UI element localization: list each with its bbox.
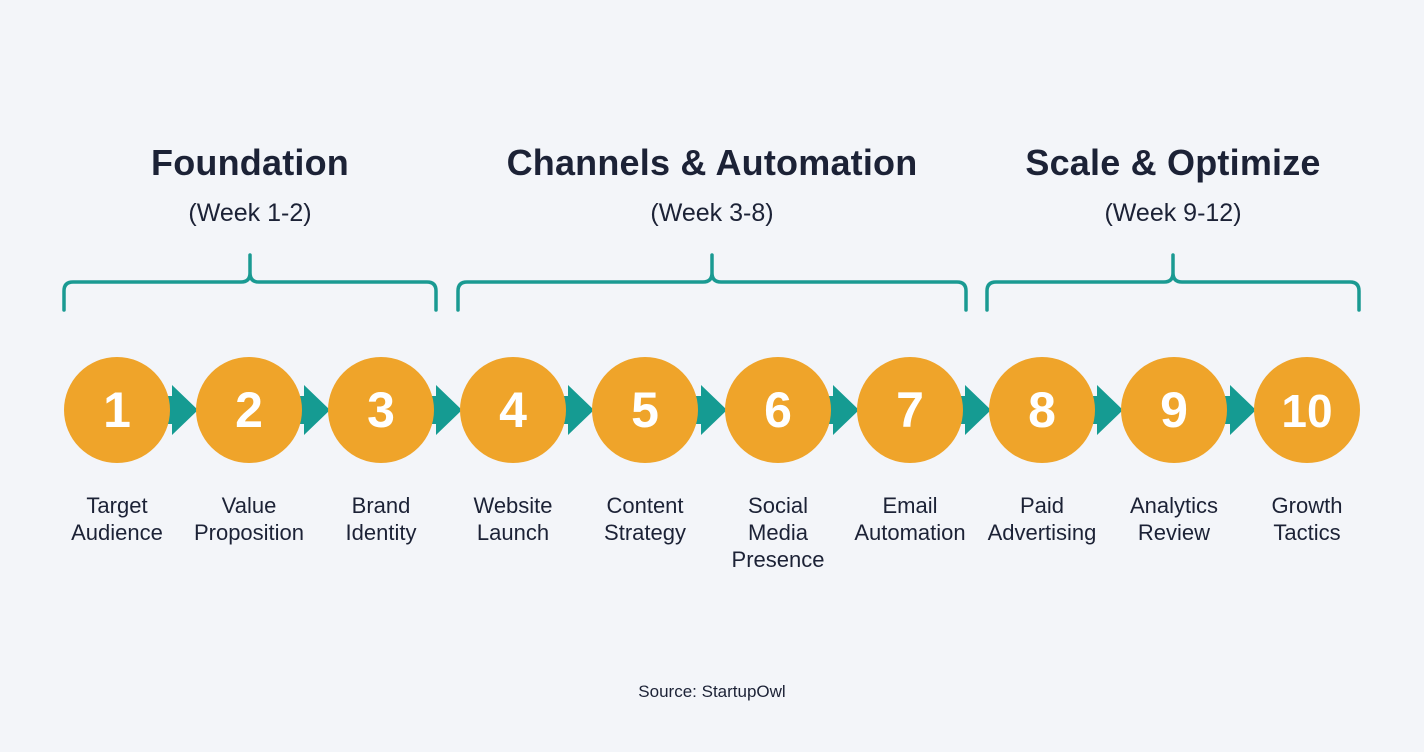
step-label-line: Advertising xyxy=(987,520,1097,545)
phase-range-scale: (Week 9-12) xyxy=(1104,199,1242,227)
step-number-10: 10 xyxy=(1281,385,1332,437)
step-label-line: Identity xyxy=(345,520,417,545)
arrow-6-to-7 xyxy=(825,385,859,435)
phase-title-foundation: Foundation xyxy=(151,142,349,183)
phase-range-foundation: (Week 1-2) xyxy=(188,199,312,227)
step-number-4: 4 xyxy=(499,382,527,438)
step-circle-3 xyxy=(328,357,434,463)
step-label-line: Media xyxy=(748,520,808,545)
step-label-line: Proposition xyxy=(193,520,305,545)
step-circle-4 xyxy=(460,357,566,463)
step-circle-8 xyxy=(989,357,1095,463)
step-label-line: Paid xyxy=(1019,493,1065,518)
arrow-5-to-6 xyxy=(692,385,727,435)
step-circle-10 xyxy=(1254,357,1360,463)
step-circle-5 xyxy=(592,357,698,463)
step-label-line: Brand xyxy=(351,493,411,518)
step-number-8: 8 xyxy=(1028,382,1056,438)
step-label-line: Review xyxy=(1137,520,1211,545)
step-label-line: Automation xyxy=(854,520,966,545)
step-label-line: Strategy xyxy=(604,520,686,545)
step-number-5: 5 xyxy=(631,382,659,438)
bracket-scale xyxy=(985,253,1361,312)
arrow-1-to-2 xyxy=(164,385,198,435)
step-label-line: Presence xyxy=(731,547,825,572)
step-label-line: Email xyxy=(882,493,938,518)
arrow-2-to-3 xyxy=(296,385,330,435)
step-label-line: Growth xyxy=(1271,493,1343,518)
step-circle-1 xyxy=(64,357,170,463)
bracket-channels xyxy=(456,253,968,312)
step-number-9: 9 xyxy=(1160,382,1188,438)
step-circle-9 xyxy=(1121,357,1227,463)
step-number-7: 7 xyxy=(896,382,924,438)
arrow-8-to-9 xyxy=(1089,385,1123,435)
phase-title-scale: Scale & Optimize xyxy=(1025,142,1321,183)
step-label-line: Value xyxy=(221,493,277,518)
step-circle-7 xyxy=(857,357,963,463)
source-note: Source: StartupOwl xyxy=(638,682,786,701)
step-circle-2 xyxy=(196,357,302,463)
step-number-2: 2 xyxy=(235,382,263,438)
step-label-line: Launch xyxy=(476,520,550,545)
step-label-line: Social xyxy=(748,493,808,518)
step-circle-6 xyxy=(725,357,831,463)
step-number-6: 6 xyxy=(764,382,792,438)
step-label-line: Audience xyxy=(71,520,163,545)
arrow-7-to-8 xyxy=(957,385,991,435)
phase-title-channels: Channels & Automation xyxy=(506,142,918,183)
phase-range-channels: (Week 3-8) xyxy=(650,199,774,227)
step-number-1: 1 xyxy=(103,382,131,438)
bracket-foundation xyxy=(62,253,438,312)
step-label-line: Tactics xyxy=(1273,520,1341,545)
step-label-line: Analytics xyxy=(1129,493,1219,518)
arrow-4-to-5 xyxy=(560,385,594,435)
step-number-3: 3 xyxy=(367,382,395,438)
arrow-9-to-10 xyxy=(1221,385,1256,435)
step-label-line: Target xyxy=(86,493,148,518)
step-label-line: Content xyxy=(606,493,684,518)
step-label-line: Website xyxy=(473,493,553,518)
arrow-3-to-4 xyxy=(428,385,462,435)
